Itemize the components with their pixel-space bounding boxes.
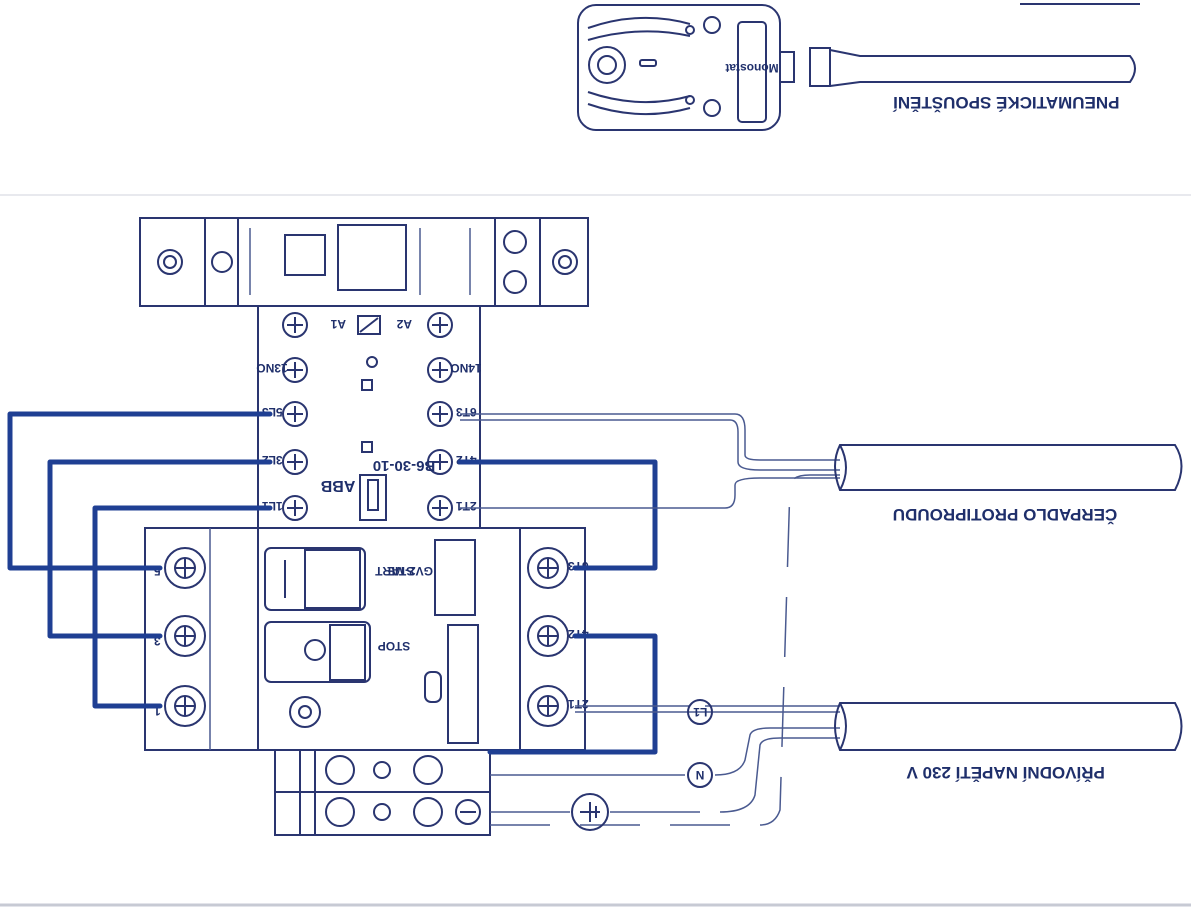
breaker-term-1-label: 1 [154,704,161,718]
start-label: START [374,564,414,578]
breaker-term-3-label: 3 [154,634,161,648]
contactor-model: B6-30-10 [373,457,436,474]
control-wires [7,411,658,755]
svg-text:L1: L1 [693,705,707,719]
relay-module [139,217,589,307]
supply-cable [834,702,1183,751]
pneumatic-start-label: PNEUMATICKÉ SPOUŠTĚNÍ [892,93,1120,112]
contactor-right-terminals [427,312,453,521]
stop-label: STOP [378,639,410,653]
n-marker: N [687,762,713,788]
motor-breaker: START GV2-ME STOP 5 3 1 6T3 4T2 2T1 [144,527,589,751]
monostat-label: Monostat [725,61,778,75]
monostat-switch: Monostat [577,4,1136,131]
contactor-abb: A1 A2 13NO 5L3 3L2 1L1 14NO 6T3 4T2 2T1 … [256,305,482,529]
breaker-term-5-label: 5 [154,564,161,578]
wire-1l1 [92,505,273,709]
ground-icon [571,793,609,831]
coil-a2-label: A2 [396,317,412,331]
coil-a1-label: A1 [330,317,346,331]
breaker-term-2t1-label: 2T1 [568,697,589,711]
supply-voltage-label: PŘÍVODNÍ NAPĚTÍ 230 V [906,763,1105,782]
pump-label: ČERPADLO PROTIPROUDU [893,505,1117,524]
term-2t1-label: 2T1 [456,499,477,513]
term-6t3-label: 6T3 [456,405,477,419]
terminal-block [274,749,491,836]
gv-model-label: GV2-ME [387,564,433,578]
svg-text:N: N [696,768,705,782]
contactor-brand: ABB [321,477,356,494]
wire-5l3 [7,411,273,571]
wire-6t3 [457,459,658,571]
term-14no-label: 14NO [450,361,481,375]
contactor-left-terminals [282,312,308,521]
pump-cable [834,444,1183,491]
wire-4t2 [487,633,658,755]
l1-marker: L1 [687,699,713,725]
term-13no-label: 13NO [256,361,287,375]
wire-3l2 [47,459,273,639]
cable-leads [460,413,840,826]
